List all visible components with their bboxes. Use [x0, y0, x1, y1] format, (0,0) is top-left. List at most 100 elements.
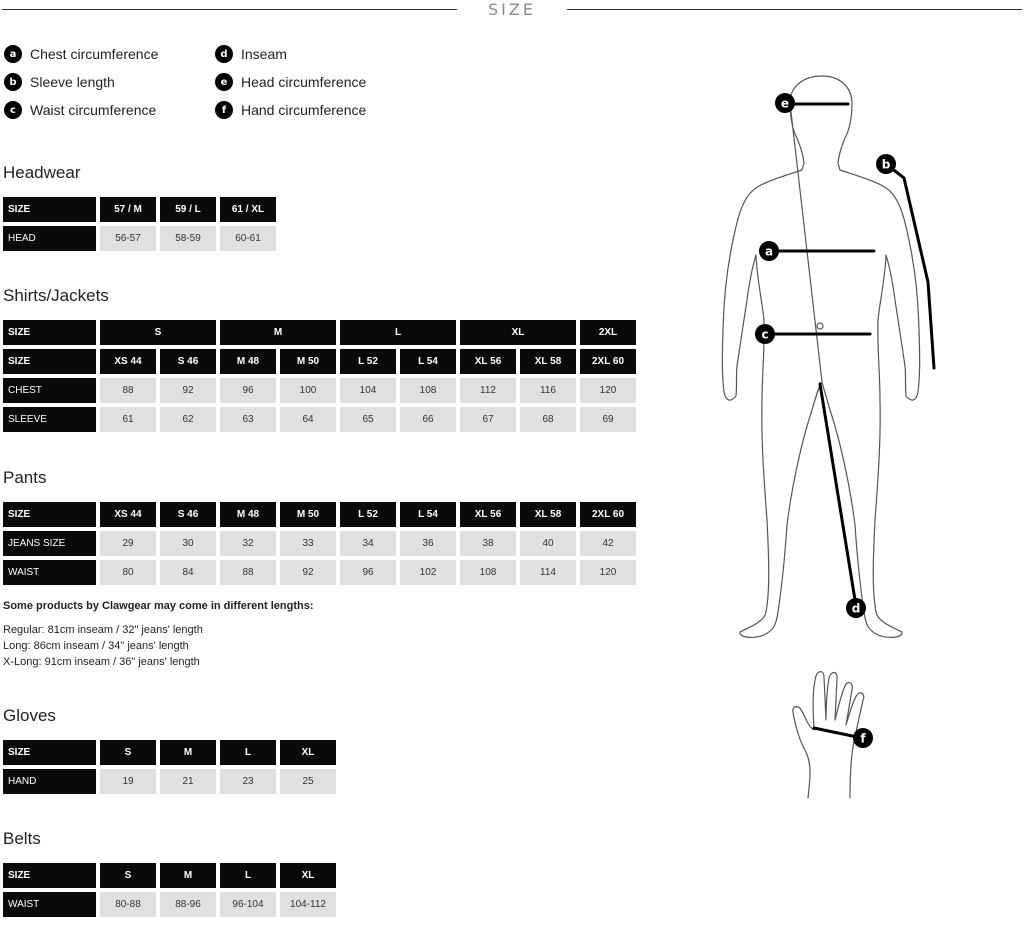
section-title-pants: Pants [3, 468, 47, 487]
header-cell: SIZE [3, 863, 96, 888]
marker-d-dot [846, 598, 866, 618]
table-cell: 96 [340, 560, 396, 585]
table-cell: 56-57 [100, 226, 156, 251]
table-cell: 29 [100, 531, 156, 556]
header-cell: 2XL 60 [580, 502, 636, 527]
legend-label-waist: Waist circumference [30, 102, 157, 118]
header-cell: XL 58 [520, 349, 576, 374]
legend-item-waist: c Waist circumference [4, 101, 156, 119]
header-cell: S [100, 863, 156, 888]
table-cell: 114 [520, 560, 576, 585]
header-cell: 2XL 60 [580, 349, 636, 374]
table-cell: 108 [460, 560, 516, 585]
body-outline [721, 75, 921, 799]
pants-length-regular: Regular: 81cm inseam / 32" jeans' length [3, 624, 203, 636]
header-cell: S 46 [160, 349, 216, 374]
group-header-cell: L [340, 320, 456, 345]
header-cell: SIZE [3, 502, 96, 527]
table-cell: 66 [400, 407, 456, 432]
marker-a: a [759, 241, 779, 261]
body-outline-right [789, 75, 921, 638]
legend-label-sleeve: Sleeve length [30, 74, 115, 90]
table-row: SIZE S M L XL [3, 863, 336, 888]
header-cell: S 46 [160, 502, 216, 527]
header-cell: M 48 [220, 502, 276, 527]
legend-item-sleeve: b Sleeve length [4, 73, 115, 91]
row-label: JEANS SIZE [3, 531, 96, 556]
measurement-lines [763, 102, 936, 740]
table-cell: 67 [460, 407, 516, 432]
table-cell: 21 [160, 769, 216, 794]
table-row: SIZE S M L XL [3, 740, 336, 765]
header-cell: M [160, 863, 216, 888]
page-title: SIZE [488, 0, 536, 19]
table-cell: 65 [340, 407, 396, 432]
legend-badge-f: f [215, 101, 233, 119]
group-header-cell: 2XL [580, 320, 636, 345]
table-cell: 60-61 [220, 226, 276, 251]
body-outline-left [721, 102, 823, 638]
table-row: WAIST 80-88 88-96 96-104 104-112 [3, 892, 336, 917]
table-row: WAIST 80 84 88 92 96 102 108 114 120 [3, 560, 636, 585]
table-row: HEAD 56-57 58-59 60-61 [3, 226, 276, 251]
header-cell: XL 56 [460, 502, 516, 527]
table-cell: 23 [220, 769, 276, 794]
marker-b-letter: b [882, 158, 891, 172]
navel-mark [816, 322, 824, 330]
header-cell: XL [280, 740, 336, 765]
hand-outline [792, 671, 865, 799]
legend-badge-e: e [215, 73, 233, 91]
title-rule-left [2, 9, 457, 10]
legend-item-chest: a Chest circumference [4, 45, 158, 63]
marker-e-letter: e [781, 97, 789, 111]
header-cell: S [100, 740, 156, 765]
legend-label-head: Head circumference [241, 74, 367, 90]
table-cell: 80-88 [100, 892, 156, 917]
table-cell: 84 [160, 560, 216, 585]
table-cell: 62 [160, 407, 216, 432]
table-cell: 108 [400, 378, 456, 403]
table-cell: 64 [280, 407, 336, 432]
header-cell: XL [280, 863, 336, 888]
marker-b: b [876, 154, 896, 174]
header-cell: M 48 [220, 349, 276, 374]
section-title-headwear: Headwear [3, 163, 81, 182]
header-cell: L 52 [340, 502, 396, 527]
header-cell: L [220, 863, 276, 888]
header-cell: XS 44 [100, 502, 156, 527]
pants-length-note-heading: Some products by Clawgear may come in di… [3, 600, 314, 612]
header-cell: XL 58 [520, 502, 576, 527]
marker-e: e [775, 93, 795, 113]
header-cell: L 52 [340, 349, 396, 374]
header-cell: SIZE [3, 320, 96, 345]
gloves-table: SIZE S M L XL HAND 19 21 23 25 [0, 736, 340, 798]
header-cell: SIZE [3, 349, 96, 374]
header-cell: L 54 [400, 502, 456, 527]
table-row: HAND 19 21 23 25 [3, 769, 336, 794]
shirts-table: SIZE S M L XL 2XL SIZE XS 44 S 46 M 48 M… [0, 316, 640, 436]
table-cell: 40 [520, 531, 576, 556]
table-cell: 88 [220, 560, 276, 585]
table-cell: 61 [100, 407, 156, 432]
marker-e-dot [775, 93, 795, 113]
header-cell: XL 56 [460, 349, 516, 374]
header-cell: M [160, 740, 216, 765]
table-cell: 63 [220, 407, 276, 432]
header-cell: SIZE [3, 197, 96, 222]
legend-item-hand: f Hand circumference [215, 101, 366, 119]
pants-length-xlong: X-Long: 91cm inseam / 36" jeans' length [3, 656, 200, 668]
table-row: SIZE S M L XL 2XL [3, 320, 636, 345]
table-cell: 92 [280, 560, 336, 585]
table-row: JEANS SIZE 29 30 32 33 34 36 38 40 42 [3, 531, 636, 556]
legend-badge-b: b [4, 73, 22, 91]
table-cell: 69 [580, 407, 636, 432]
legend-badge-a: a [4, 45, 22, 63]
group-header-cell: S [100, 320, 216, 345]
group-header-cell: XL [460, 320, 576, 345]
table-cell: 30 [160, 531, 216, 556]
table-row: CHEST 88 92 96 100 104 108 112 116 120 [3, 378, 636, 403]
row-label: CHEST [3, 378, 96, 403]
table-cell: 68 [520, 407, 576, 432]
row-label: SLEEVE [3, 407, 96, 432]
legend-item-head: e Head circumference [215, 73, 366, 91]
